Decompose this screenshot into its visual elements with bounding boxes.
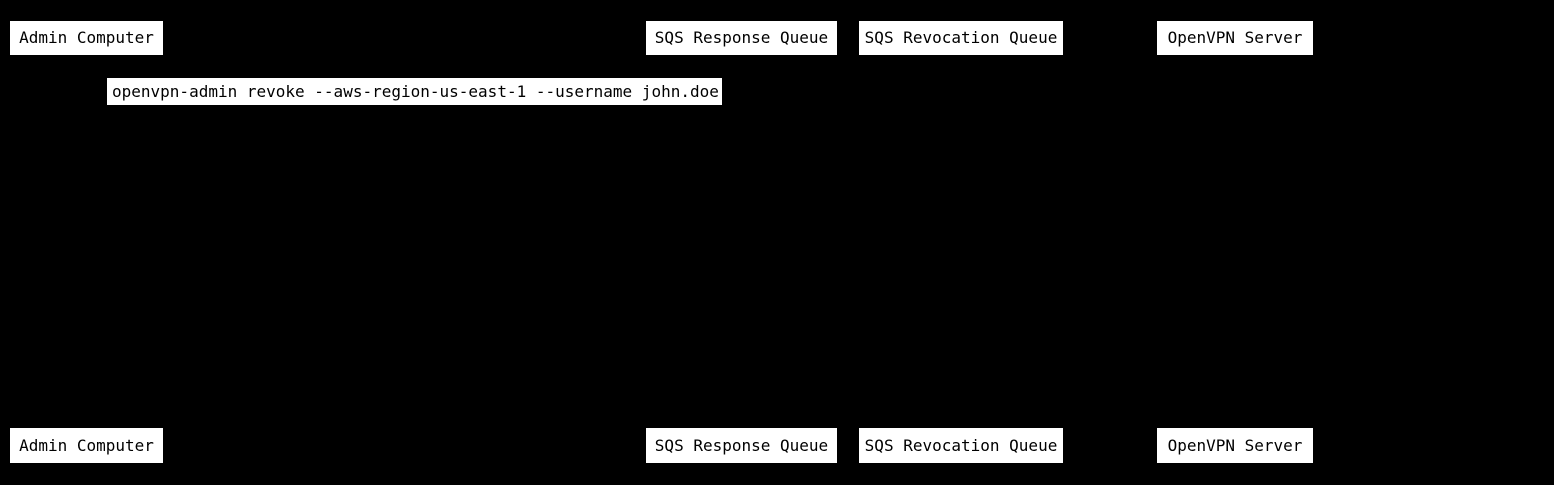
participant-admin-computer-top: Admin Computer: [10, 21, 163, 55]
participant-sqs-revocation-queue-bottom: SQS Revocation Queue: [859, 428, 1063, 463]
participant-sqs-response-queue-top: SQS Response Queue: [646, 21, 837, 55]
message-revoke-command-label: openvpn-admin revoke --aws-region-us-eas…: [107, 78, 722, 105]
participant-openvpn-server-bottom: OpenVPN Server: [1157, 428, 1313, 463]
participant-sqs-revocation-queue-top: SQS Revocation Queue: [859, 21, 1063, 55]
participant-openvpn-server-top: OpenVPN Server: [1157, 21, 1313, 55]
participant-admin-computer-bottom: Admin Computer: [10, 428, 163, 463]
participant-sqs-response-queue-bottom: SQS Response Queue: [646, 428, 837, 463]
